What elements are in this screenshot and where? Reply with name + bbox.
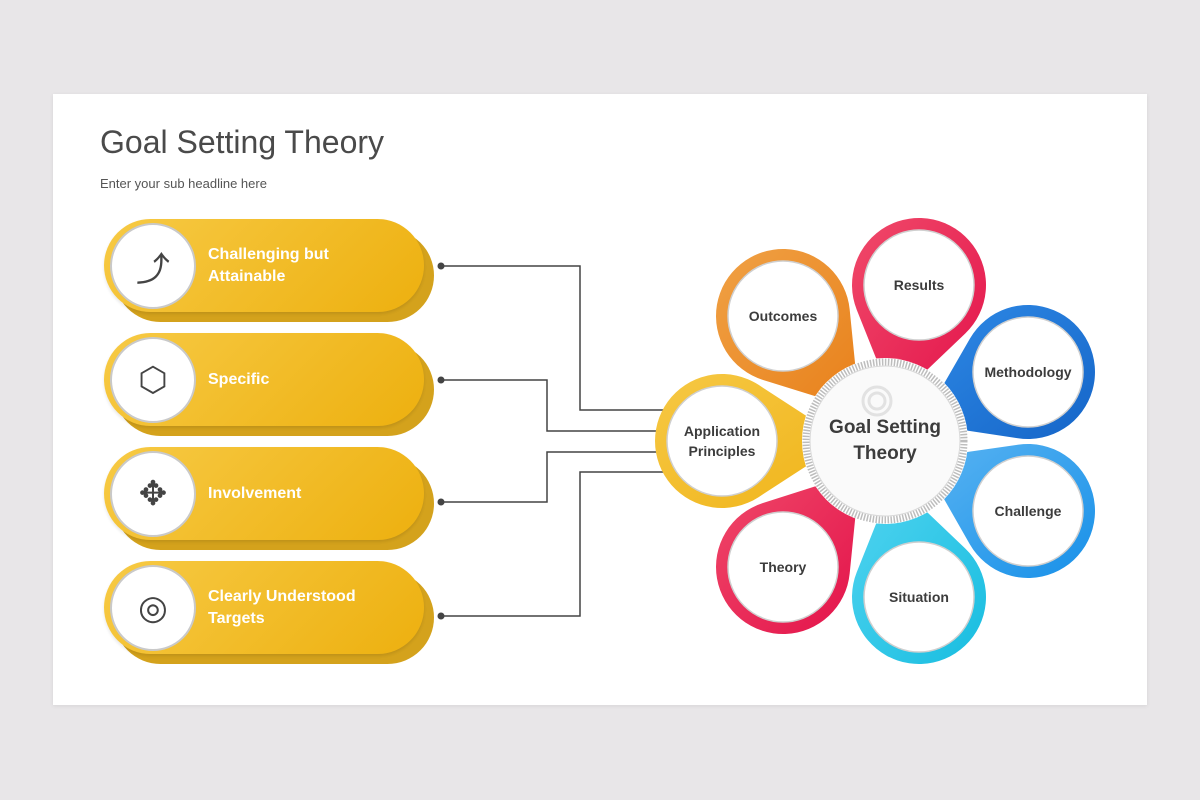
petal-label: Theory <box>759 559 807 575</box>
connector-line <box>441 379 665 432</box>
pill-label: Challenging but Attainable <box>208 245 329 285</box>
petal-inner-circle <box>727 511 839 623</box>
petal-label: Outcomes <box>748 308 818 324</box>
connector-dot <box>437 498 445 506</box>
path-goal-icon: ⤴ <box>110 223 196 309</box>
connector-dot <box>437 376 445 384</box>
petal-inner-circle <box>863 229 975 341</box>
target-arrow-icon: ◎ <box>110 565 196 651</box>
connector-line <box>441 451 665 503</box>
box-network-icon: ⬡ <box>110 337 196 423</box>
hub-ring <box>802 358 968 524</box>
petal-inner-circle <box>972 316 1084 428</box>
petal-inner-circle <box>666 385 778 497</box>
pill-label: Involvement <box>208 484 302 502</box>
petal-inner-circle <box>727 260 839 372</box>
hub-label: Goal Setting Theory <box>829 417 941 464</box>
connector-dot <box>437 262 445 270</box>
pill-specific: ⬡ Specific <box>104 333 434 436</box>
pill-label: Clearly Understood Targets <box>208 587 356 627</box>
page-subtitle: Enter your sub headline here <box>100 176 267 191</box>
petal-label: Application Principles <box>683 423 761 459</box>
petal-inner-circle <box>972 455 1084 567</box>
hub-inner <box>809 365 961 517</box>
connector-dot <box>437 612 445 620</box>
connector-line <box>441 471 665 617</box>
petal-label: Results <box>893 277 945 293</box>
petal-label: Challenge <box>994 503 1062 519</box>
petal-label: Situation <box>889 589 949 605</box>
pill-challenging-but-attainable: ⤴ Challenging but Attainable <box>104 219 434 322</box>
pill-label: Specific <box>208 370 270 388</box>
target-person-icon <box>861 385 893 417</box>
handshake-circle-icon: ✥ <box>110 451 196 537</box>
pill-involvement: ✥ Involvement <box>104 447 434 550</box>
connector-line <box>441 265 665 411</box>
petal-inner-circle <box>863 541 975 653</box>
pill-clearly-understood-targets: ◎ Clearly Understood Targets <box>104 561 434 664</box>
page-title: Goal Setting Theory <box>100 124 385 160</box>
petal-label: Methodology <box>984 364 1072 380</box>
